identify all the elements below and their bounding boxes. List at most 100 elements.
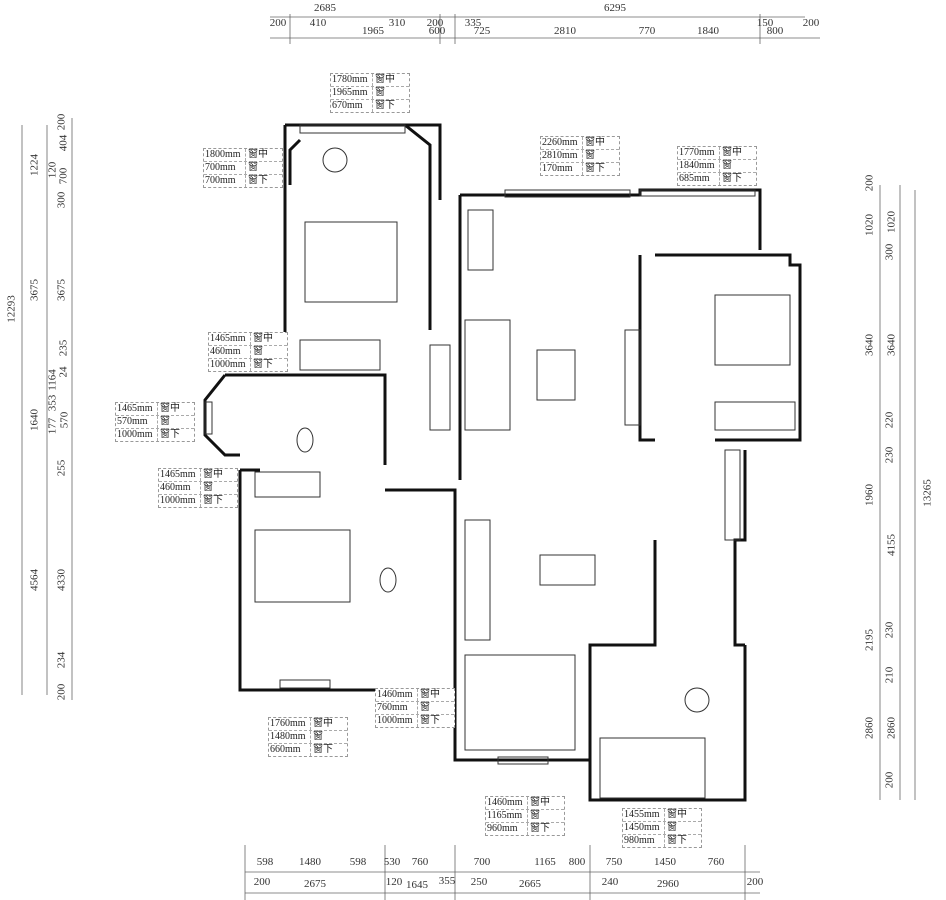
window-size: 1000mm (116, 429, 158, 441)
window-label: 窗 (585, 150, 595, 161)
bed-master (304, 221, 398, 303)
dimension-lines (21, 14, 916, 900)
dimension-label: 6295 (604, 2, 626, 14)
dimension-label: 335 (464, 17, 482, 29)
dimension-label: 235 (57, 339, 70, 357)
window-label: 窗 (722, 160, 732, 171)
dimension-label: 404 (57, 134, 70, 152)
window-label: 窗中 (313, 718, 333, 729)
dimension-label: 750 (605, 856, 623, 868)
window-label: 窗 (420, 702, 430, 713)
dimension-label: 4330 (55, 569, 68, 591)
window-size: 960mm (486, 823, 528, 835)
cabinet-hall (429, 344, 451, 431)
window-label: 窗 (530, 810, 540, 821)
dimension-label: 760 (707, 856, 725, 868)
window-label: 窗下 (313, 744, 333, 755)
dimension-label: 2810 (554, 25, 576, 37)
window-label: 窗 (667, 822, 677, 833)
dimension-label: 2685 (314, 2, 336, 14)
dimension-label: 3640 (885, 334, 898, 356)
coffee-table (536, 349, 576, 401)
dimension-label: 230 (883, 446, 896, 464)
window-size: 980mm (623, 835, 665, 847)
window-label: 窗中 (420, 689, 440, 700)
window-size: 460mm (209, 346, 251, 358)
dimension-label: 800 (766, 25, 784, 37)
dimension-label: 210 (883, 666, 896, 684)
window-size: 1800mm (204, 149, 246, 161)
wardrobe-lower (254, 471, 321, 498)
dimension-label: 570 (58, 411, 71, 429)
dimension-label: 13265 (921, 479, 934, 507)
window-size: 1465mm (116, 403, 158, 415)
dimension-label: 2860 (885, 717, 898, 739)
window-label: 窗下 (160, 429, 180, 440)
window-size: 1760mm (269, 718, 311, 730)
dimension-label: 700 (57, 167, 70, 185)
dimension-label: 800 (568, 856, 586, 868)
dimension-label: 4155 (885, 534, 898, 556)
dimension-label: 200 (863, 174, 876, 192)
dimension-label: 600 (428, 25, 446, 37)
dimension-label: 1020 (885, 211, 898, 233)
window-label: 窗中 (253, 333, 273, 344)
kitchen-counter (464, 654, 576, 751)
dimension-label: 200 (883, 771, 896, 789)
dimension-label: 230 (883, 621, 896, 639)
dimension-label: 3675 (28, 279, 41, 301)
cabinet-right (724, 449, 741, 541)
dimension-label: 760 (411, 856, 429, 868)
dimension-label: 310 (388, 17, 406, 29)
dining-table (539, 554, 596, 586)
window-size: 1965mm (331, 87, 373, 99)
window-label: 窗下 (248, 175, 268, 186)
window-label: 窗中 (722, 147, 742, 158)
dimension-label: 3675 (55, 279, 68, 301)
dimension-label: 1480 (299, 856, 321, 868)
dimension-label: 300 (55, 191, 68, 209)
window-label: 窗 (375, 87, 385, 98)
window-size: 570mm (116, 416, 158, 428)
dimension-label: 725 (473, 25, 491, 37)
window-label: 窗下 (203, 495, 223, 506)
dimension-label: 240 (601, 876, 619, 888)
window-label: 窗 (203, 482, 213, 493)
dimension-label: 120 (385, 876, 403, 888)
dimension-label: 250 (470, 876, 488, 888)
dimension-label: 150 (756, 17, 774, 29)
window-label: 窗下 (667, 835, 687, 846)
cabinet-dining (464, 519, 491, 641)
dimension-label: 1965 (362, 25, 384, 37)
window-size: 1460mm (376, 689, 418, 701)
dimension-label: 1640 (28, 409, 41, 431)
window-size: 700mm (204, 175, 246, 187)
dimension-label: 1645 (406, 879, 428, 891)
window-label: 窗中 (203, 469, 223, 480)
window-label: 窗中 (248, 149, 268, 160)
dimension-label: 1224 (28, 154, 41, 176)
bed-lower (254, 529, 351, 603)
walls (203, 123, 802, 802)
